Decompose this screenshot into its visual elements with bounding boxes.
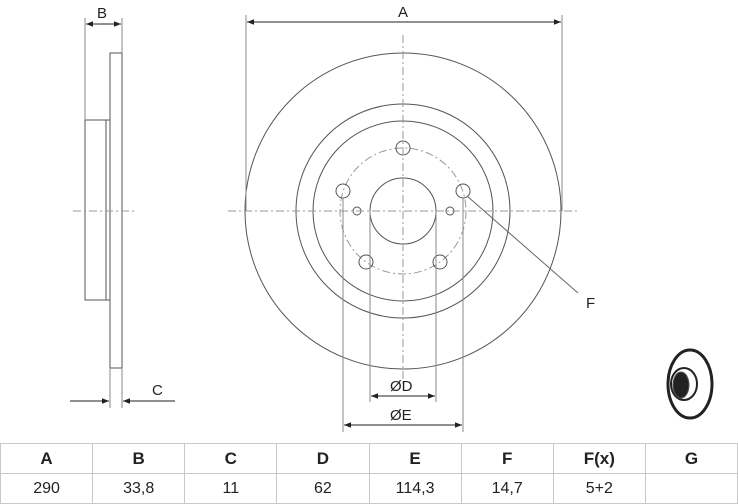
spec-table: A B C D E F F(x) G 290 33,8 11 62 114,3 … xyxy=(0,443,738,504)
value-cell: 14,7 xyxy=(460,473,554,504)
brake-disc-drawing: B C A ØD ØE F xyxy=(70,4,714,432)
disc-thumbnail-icon xyxy=(666,348,714,420)
header-cell: B xyxy=(92,443,186,474)
table-header-row: A B C D E F F(x) G xyxy=(0,443,738,474)
header-cell: G xyxy=(644,443,738,474)
label-d: ØD xyxy=(390,378,413,395)
label-f: F xyxy=(586,295,595,312)
value-cell: 62 xyxy=(276,473,370,504)
label-b: B xyxy=(97,5,107,22)
table-row: 290 33,8 11 62 114,3 14,7 5+2 xyxy=(0,473,738,504)
value-cell: 290 xyxy=(0,473,94,504)
header-cell: D xyxy=(276,443,370,474)
front-view xyxy=(228,15,580,432)
value-cell: 33,8 xyxy=(92,473,186,504)
value-cell: 114,3 xyxy=(368,473,462,504)
value-cell: 5+2 xyxy=(552,473,646,504)
header-cell: F xyxy=(460,443,554,474)
header-cell: F(x) xyxy=(552,443,646,474)
value-cell: 11 xyxy=(184,473,278,504)
label-c: C xyxy=(152,382,163,399)
label-a: A xyxy=(398,4,408,21)
header-cell: C xyxy=(184,443,278,474)
header-cell: E xyxy=(368,443,462,474)
value-cell xyxy=(644,473,738,504)
side-view xyxy=(70,18,175,408)
label-e: ØE xyxy=(390,407,412,424)
header-cell: A xyxy=(0,443,94,474)
